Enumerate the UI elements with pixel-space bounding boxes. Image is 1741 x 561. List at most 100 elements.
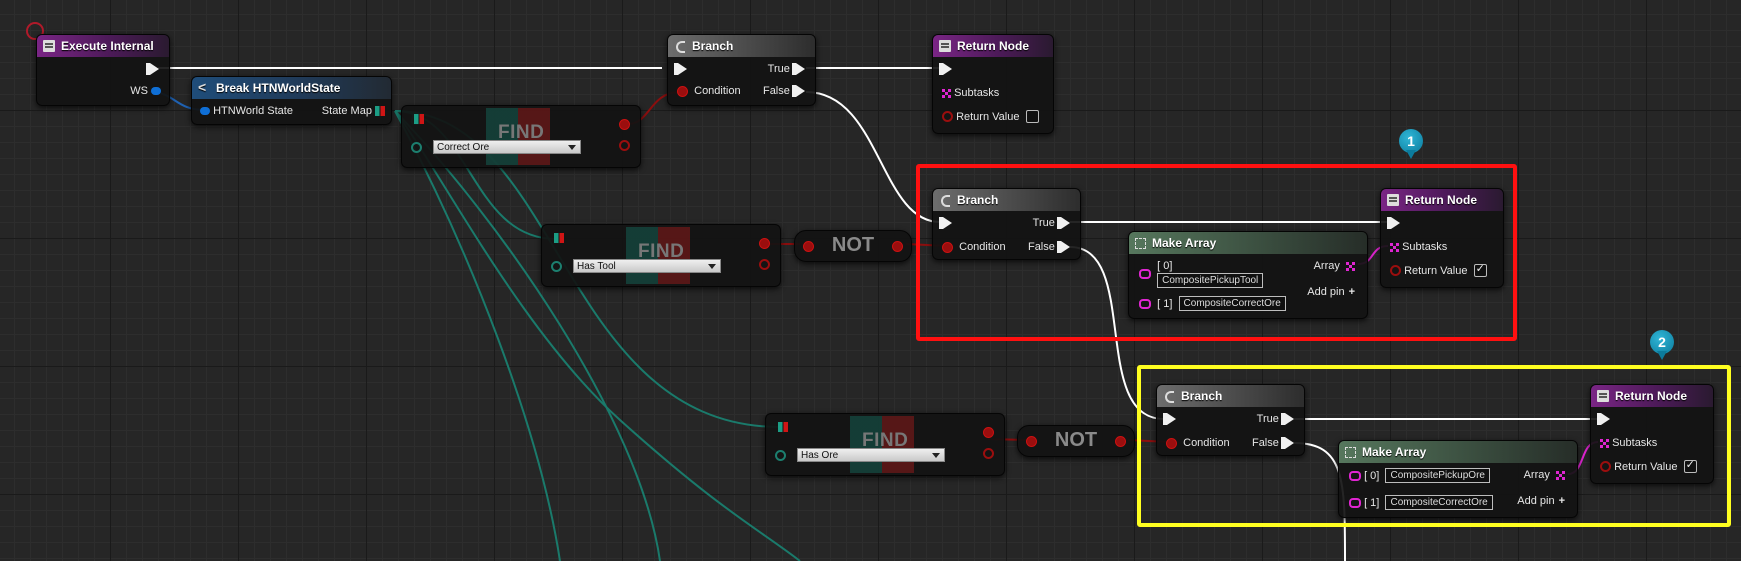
pin-label: Array xyxy=(1523,469,1550,481)
pin-label: True xyxy=(1032,217,1055,229)
node-title: FIND xyxy=(638,241,685,262)
node-title: Make Array xyxy=(1152,236,1217,250)
make-array-node[interactable]: Make Array [ 0] CompositePickupOre [ 1] … xyxy=(1338,440,1578,518)
exec-in-pin[interactable] xyxy=(1387,217,1400,229)
false-out-pin[interactable]: False xyxy=(1252,437,1294,449)
array-out-pin[interactable]: Array xyxy=(1524,469,1565,481)
return-value-pin[interactable]: Return Value xyxy=(1600,458,1697,473)
exec-in-pin[interactable] xyxy=(674,63,687,75)
found-out-pin[interactable] xyxy=(619,140,630,151)
key-dropdown[interactable]: Correct Ore xyxy=(433,140,581,154)
return-value-checkbox[interactable] xyxy=(1473,262,1487,277)
pin-value-field[interactable]: CompositeCorrectOre xyxy=(1178,296,1286,311)
map-in-pin[interactable] xyxy=(554,233,564,243)
object-pin-icon xyxy=(1139,269,1151,279)
plus-icon: + xyxy=(1558,495,1565,507)
found-out-pin[interactable] xyxy=(983,448,994,459)
htn-world-state-pin[interactable]: HTNWorld State xyxy=(200,105,293,117)
not-out-pin[interactable] xyxy=(892,241,903,252)
branch-node[interactable]: Branch Condition True False xyxy=(932,188,1081,260)
key-pin-icon xyxy=(411,142,422,153)
return-value-checkbox[interactable] xyxy=(1025,110,1039,123)
state-map-pin[interactable]: State Map xyxy=(322,105,385,117)
pin-label: Condition xyxy=(694,85,741,97)
array-out-pin[interactable]: Array xyxy=(1314,260,1355,272)
not-out-pin[interactable] xyxy=(1115,436,1126,447)
condition-pin[interactable]: Condition xyxy=(1166,437,1230,449)
value-out-pin[interactable] xyxy=(759,238,770,249)
ws-pin[interactable]: WS xyxy=(130,85,161,97)
branch-node[interactable]: Branch Condition True False xyxy=(667,34,816,106)
branch-node[interactable]: Branch Condition True False xyxy=(1156,384,1305,456)
node-title: Branch xyxy=(1181,389,1223,403)
false-out-pin[interactable]: False xyxy=(1028,241,1070,253)
pin-label: False xyxy=(1027,241,1055,253)
bool-pin-icon xyxy=(892,241,903,252)
array-element-1-pin[interactable]: [ 1] CompositeCorrectOre xyxy=(1139,296,1286,311)
pin-value-field[interactable]: CompositeCorrectOre xyxy=(1385,495,1493,510)
pin-value-field[interactable]: CompositePickupOre xyxy=(1385,468,1490,483)
find-node-has-ore[interactable]: FIND Has Ore xyxy=(765,413,1005,476)
find-node-correct-ore[interactable]: FIND Correct Ore xyxy=(401,105,641,168)
exec-in-pin[interactable] xyxy=(1597,413,1610,425)
subtasks-pin[interactable]: Subtasks xyxy=(1390,241,1447,253)
not-node[interactable]: NOT xyxy=(1017,425,1135,457)
add-pin-button[interactable]: Add pin+ xyxy=(1307,286,1355,298)
subtasks-pin[interactable]: Subtasks xyxy=(942,87,999,99)
pin-label: Return Value xyxy=(1404,264,1468,277)
array-element-0-pin[interactable]: [ 0]CompositePickupTool xyxy=(1139,260,1264,288)
node-title: Make Array xyxy=(1362,445,1427,459)
array-element-0-pin[interactable]: [ 0] CompositePickupOre xyxy=(1349,468,1490,483)
exec-arrow-icon xyxy=(939,63,952,75)
return-value-pin[interactable]: Return Value xyxy=(942,110,1039,123)
make-array-node[interactable]: Make Array [ 0]CompositePickupTool [ 1] … xyxy=(1128,231,1368,319)
value-out-pin[interactable] xyxy=(983,427,994,438)
array-element-1-pin[interactable]: [ 1] CompositeCorrectOre xyxy=(1349,495,1493,510)
exec-out-pin[interactable] xyxy=(146,63,159,75)
value-out-pin[interactable] xyxy=(619,119,630,130)
return-value-pin[interactable]: Return Value xyxy=(1390,262,1487,277)
object-pin-icon xyxy=(1349,497,1361,508)
return-value-checkbox[interactable] xyxy=(1683,458,1697,473)
function-icon xyxy=(1387,194,1399,206)
exec-in-pin[interactable] xyxy=(939,63,952,75)
false-out-pin[interactable]: False xyxy=(763,85,805,97)
found-out-pin[interactable] xyxy=(759,259,770,270)
find-type-band xyxy=(626,227,690,284)
exec-in-pin[interactable] xyxy=(939,217,952,229)
condition-pin[interactable]: Condition xyxy=(942,241,1006,253)
pin-label: True xyxy=(1256,413,1279,425)
return-node[interactable]: Return Node Subtasks Return Value xyxy=(1590,384,1714,484)
return-node[interactable]: Return Node Subtasks Return Value xyxy=(1380,188,1504,288)
marker-2[interactable]: 2 xyxy=(1650,330,1674,360)
true-out-pin[interactable]: True xyxy=(768,63,805,75)
condition-pin[interactable]: Condition xyxy=(677,85,741,97)
map-in-pin[interactable] xyxy=(778,422,788,432)
pin-label: Return Value xyxy=(1614,460,1678,473)
marker-1[interactable]: 1 xyxy=(1399,129,1423,159)
not-node[interactable]: NOT xyxy=(794,230,912,262)
object-pin-icon xyxy=(1139,298,1151,309)
find-node-has-tool[interactable]: FIND Has Tool xyxy=(541,224,781,287)
subtasks-pin[interactable]: Subtasks xyxy=(1600,437,1657,449)
exec-in-pin[interactable] xyxy=(1163,413,1176,425)
map-in-pin[interactable] xyxy=(414,114,424,124)
return-node[interactable]: Return Node Subtasks Return Value xyxy=(932,34,1054,134)
bool-pin-icon xyxy=(983,427,994,438)
not-in-pin[interactable] xyxy=(1026,436,1037,447)
key-in-pin[interactable] xyxy=(775,450,786,461)
pin-label: False xyxy=(1251,437,1279,449)
node-title: Branch xyxy=(957,193,999,207)
not-in-pin[interactable] xyxy=(803,241,814,252)
break-world-state-node[interactable]: Break HTNWorldState HTNWorld State State… xyxy=(191,76,392,125)
bool-pin-icon xyxy=(942,241,953,253)
true-out-pin[interactable]: True xyxy=(1033,217,1070,229)
add-pin-button[interactable]: Add pin+ xyxy=(1517,495,1565,507)
execute-internal-node[interactable]: Execute Internal WS xyxy=(36,34,170,106)
true-out-pin[interactable]: True xyxy=(1257,413,1294,425)
key-in-pin[interactable] xyxy=(411,142,422,153)
key-dropdown[interactable]: Has Ore xyxy=(797,448,945,462)
key-dropdown[interactable]: Has Tool xyxy=(573,259,721,273)
pin-value-field[interactable]: CompositePickupTool xyxy=(1157,273,1264,288)
key-in-pin[interactable] xyxy=(551,261,562,272)
